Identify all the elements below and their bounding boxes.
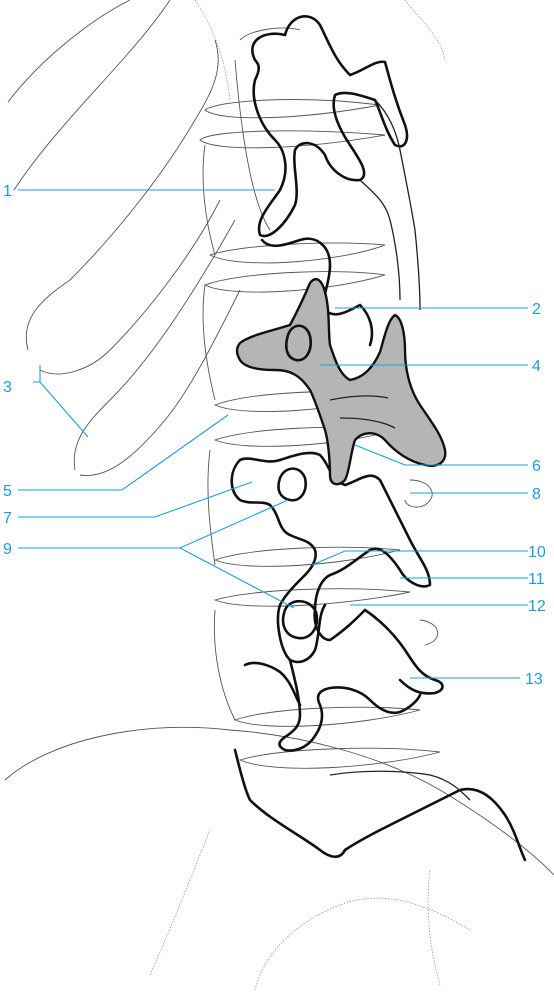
label-9: 9 [3, 541, 12, 558]
posterior-faint [405, 0, 445, 60]
label-7: 7 [3, 510, 12, 527]
articular-pillars [232, 16, 525, 860]
body-disc-2 [205, 272, 385, 292]
label-11: 11 [528, 571, 545, 588]
sacrum-faint-right [428, 870, 440, 985]
body-lowest-left [214, 610, 235, 720]
spinous-upper-inner [360, 180, 400, 300]
anterior-line [235, 60, 270, 230]
label-1: 1 [3, 183, 12, 200]
transverse-lower [420, 620, 438, 645]
clavicle-outline [26, 40, 218, 350]
label-10: 10 [528, 544, 546, 561]
label-12: 12 [528, 598, 546, 615]
occipital-faint [195, 0, 230, 100]
label-6: 6 [532, 458, 541, 475]
label-8: 8 [532, 486, 541, 503]
rib-head-t1 [235, 750, 345, 857]
clavicle-outline-lower [40, 200, 220, 374]
pelvis-outline [5, 727, 554, 875]
body-disc-1 [210, 243, 385, 263]
pillar-t1 [245, 660, 312, 751]
leader-3a [33, 365, 40, 382]
pillar-c6-left [232, 460, 316, 575]
leader-5 [18, 415, 228, 490]
background-structures [5, 0, 554, 990]
rib-t1-shaft [345, 789, 525, 860]
tubercle-c7 [283, 601, 317, 638]
body-lower-left [208, 450, 215, 565]
sacrum-faint-left [150, 830, 210, 975]
spinous-c7 [365, 610, 443, 693]
label-5: 5 [3, 483, 12, 500]
leader-3b [40, 382, 88, 437]
label-4: 4 [532, 358, 541, 375]
label-2: 2 [532, 301, 541, 318]
body-disc-7 [235, 707, 420, 726]
scapula-outline-lower [80, 290, 240, 476]
pillar-c2 [252, 16, 407, 236]
label-13: 13 [525, 671, 543, 688]
label-3: 3 [3, 379, 12, 396]
spinous-upper [375, 100, 420, 310]
body-disc-8 [240, 748, 440, 768]
tubercle-c6 [278, 469, 305, 501]
shaded-vertebra [237, 279, 445, 484]
rib-outline-upper [8, 0, 130, 102]
body-disc-6 [215, 589, 410, 606]
leader-7 [18, 482, 252, 517]
labels: 1 2 3 4 5 6 7 8 9 10 11 12 13 [3, 183, 546, 688]
rib-outline-long [14, 0, 170, 190]
shaded-vertebra-tubercle [286, 326, 310, 360]
body-upper [200, 131, 385, 255]
